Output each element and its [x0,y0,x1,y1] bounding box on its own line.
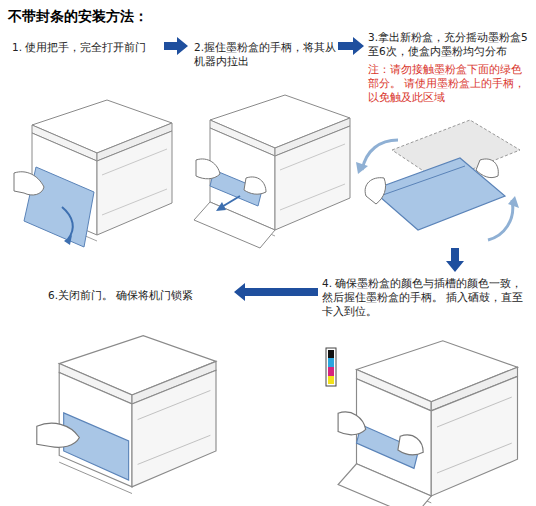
open-door [194,202,275,248]
shake-arrow-head [356,162,368,174]
step-panel: 2.握住墨粉盒的手柄，将其从机器内拉出 [188,36,338,248]
flow-arrow [446,248,464,272]
flow-arrow [234,283,318,301]
printer-drawing [37,336,216,494]
printer-drawing [194,95,350,248]
hand [196,159,220,179]
toner-cartridge [372,158,505,230]
indicator-yellow [328,376,334,384]
hand [14,172,44,195]
diagram-title: 不带封条的安装方法： [8,8,148,26]
shake-arrow [362,140,398,170]
flow-arrow [164,37,188,55]
printer-drawing [338,341,517,506]
indicator-magenta [328,367,334,376]
cartridge-edge [380,166,465,196]
hand [398,435,423,455]
printer-drawing [14,100,172,247]
step-panel: 3.拿出新粉盒，充分摇动墨粉盒5至6次，使盒内墨粉均匀分布注：请勿接触墨粉盒下面… [364,30,534,248]
motion-arrow-head [64,235,72,245]
step-text: 2.握住墨粉盒的手柄，将其从机器内拉出 [194,40,338,68]
motion-arrow [62,207,73,239]
indicator-cyan [328,358,334,367]
printer-body [59,336,216,494]
step-panel: 4. 确保墨粉盒的颜色与插槽的颜色一致，然后握住墨粉盒的手柄。 插入硒鼓，直至卡… [318,272,532,502]
shake-arrow [488,200,513,240]
step-text: 6.关闭前门。 确保将机门锁紧 [48,288,232,302]
indicator-black [328,350,334,358]
flow-arrow [338,37,364,55]
open-door [338,464,431,506]
hand [476,159,498,178]
cartridge-drawing [356,120,520,240]
step-panel: 6.关闭前门。 确保将机门锁紧 [44,284,234,502]
step-panel: 1. 使用把手，完全打开前门 [8,36,164,248]
hand [244,177,266,194]
motion-arrow-head [216,202,226,211]
hand [365,178,385,204]
hand [338,412,366,435]
indicator-frame [326,348,336,386]
warning-note: 注：请勿接触墨粉盒下面的绿色部分。 请使用墨粉盒上的手柄，以免触及此区域 [368,62,532,104]
step-text: 4. 确保墨粉盒的颜色与插槽的颜色一致，然后握住墨粉盒的手柄。 插入硒鼓，直至卡… [322,276,528,318]
step-text: 1. 使用把手，完全打开前门 [12,40,162,54]
step-text: 3.拿出新粉盒，充分摇动墨粉盒5至6次，使盒内墨粉均匀分布 [368,30,532,58]
hand [37,423,80,447]
shake-arrow-head [508,196,519,208]
color-indicator [326,348,336,386]
front-door [64,413,129,480]
